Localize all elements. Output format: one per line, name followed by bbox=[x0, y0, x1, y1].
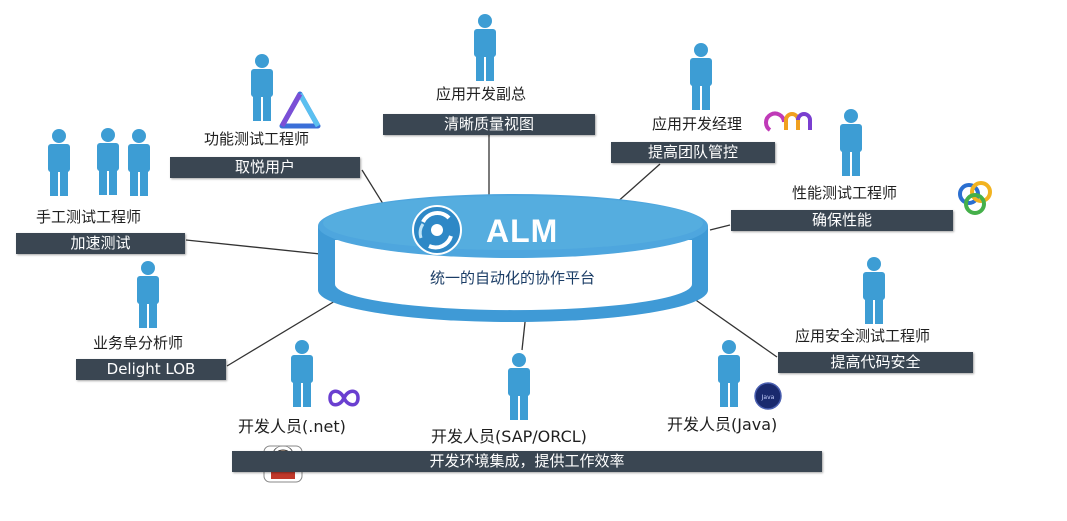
person-icon bbox=[863, 257, 885, 324]
person-icon bbox=[840, 109, 862, 176]
connector-perf-test bbox=[709, 224, 731, 231]
tool-logo-triangle-icon bbox=[279, 91, 321, 129]
java-badge-icon: Java bbox=[754, 382, 782, 410]
role-bar-vp-dev: 清晰质量视图 bbox=[383, 114, 595, 135]
role-label-dev-net: 开发人员(.net) bbox=[238, 417, 346, 436]
role-label-dev-manager: 应用开发经理 bbox=[652, 115, 743, 133]
person-icon bbox=[48, 129, 70, 196]
role-bar-perf-test: 确保性能 bbox=[731, 210, 953, 231]
role-label-dev-java: 开发人员(Java) bbox=[667, 415, 778, 434]
svg-text:Java: Java bbox=[761, 394, 775, 401]
person-icon bbox=[474, 14, 496, 81]
role-label-sec-test: 应用安全测试工程师 bbox=[795, 327, 931, 345]
person-icon bbox=[508, 353, 530, 420]
tool-logo-links-icon bbox=[958, 181, 992, 215]
connector-sec-test bbox=[689, 295, 778, 358]
person-icon bbox=[251, 54, 273, 121]
person-icon bbox=[291, 340, 313, 407]
alm-logo-icon bbox=[412, 205, 462, 255]
connector-func-test bbox=[361, 169, 386, 208]
platform-subtitle: 统一的自动化的协作平台 bbox=[430, 269, 596, 287]
role-bar-biz-analyst: Delight LOB bbox=[76, 359, 226, 380]
role-label-vp-dev: 应用开发副总 bbox=[436, 85, 527, 103]
alm-title: ALM bbox=[486, 213, 559, 249]
connector-biz-analyst bbox=[226, 291, 351, 367]
platform-inner bbox=[335, 240, 692, 311]
connector-lines bbox=[185, 134, 778, 367]
tool-logo-cm-icon bbox=[764, 111, 812, 132]
role-label-biz-analyst: 业务阜分析师 bbox=[93, 334, 184, 352]
connector-dev-manager bbox=[614, 163, 661, 205]
person-icon bbox=[690, 43, 712, 110]
role-bar-manual-test: 加速测试 bbox=[16, 233, 185, 254]
person-icon bbox=[718, 340, 740, 407]
person-icon bbox=[128, 129, 150, 196]
bottom-integration-bar: 开发环境集成，提供工作效率 bbox=[232, 451, 822, 472]
connector-manual-test bbox=[185, 239, 331, 256]
role-label-perf-test: 性能测试工程师 bbox=[792, 184, 898, 202]
role-label-func-test: 功能测试工程师 bbox=[204, 130, 310, 148]
role-bar-dev-manager: 提高团队管控 bbox=[611, 142, 775, 163]
role-label-dev-sap: 开发人员(SAP/ORCL) bbox=[431, 427, 587, 446]
role-bar-sec-test: 提高代码安全 bbox=[778, 352, 973, 373]
role-label-manual-test: 手工测试工程师 bbox=[36, 208, 142, 226]
dotnet-infinity-icon bbox=[328, 389, 360, 407]
role-bar-func-test: 取悦用户 bbox=[170, 157, 360, 178]
person-icon bbox=[97, 128, 119, 195]
person-icon bbox=[137, 261, 159, 328]
